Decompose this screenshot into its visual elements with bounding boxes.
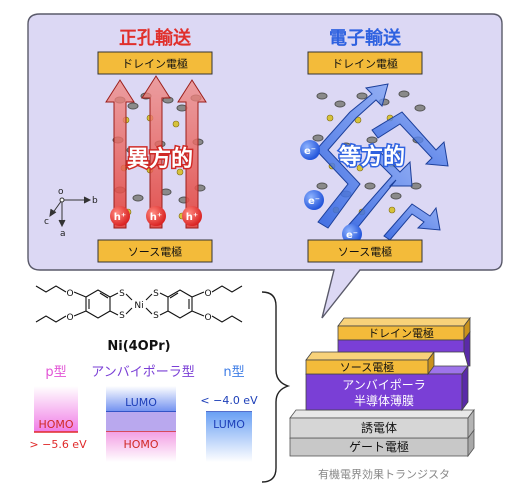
right-drain-label: ドレイン電極 (332, 57, 398, 71)
left-drain-label: ドレイン電極 (122, 57, 188, 71)
electron-transport-arrows (315, 83, 449, 241)
n-type-lumo: LUMO (213, 418, 245, 431)
p-type-homo: HOMO (38, 418, 73, 431)
ambipolar-homo: HOMO (123, 438, 158, 451)
device-caption: 有機電界効果トランジスタ (318, 467, 450, 481)
atom-s-3: S (153, 289, 159, 299)
hole-transport-arrows (105, 75, 207, 229)
electron-label-3: e⁻ (346, 230, 358, 241)
n-type-label: n型 (223, 365, 244, 380)
atom-o-4: O (204, 313, 211, 323)
anisotropic-label: 異方的 (127, 146, 193, 172)
left-drain-electrode: ドレイン電極 (97, 51, 213, 75)
molecule-structure (35, 285, 243, 323)
molecule-atom-labels: O O S S Ni S S O O (66, 289, 211, 323)
p-type-value: > −5.6 eV (29, 438, 87, 451)
device-drain-label: ドレイン電極 (368, 326, 434, 340)
transistor-device (289, 316, 475, 458)
crystal-axes (49, 196, 92, 228)
axis-a-label: a (60, 229, 66, 239)
atom-o-2: O (66, 313, 73, 323)
hole-carrier-markers: h⁺ h⁺ h⁺ (110, 206, 202, 226)
n-type-band (206, 411, 252, 462)
right-drain-electrode: ドレイン電極 (307, 51, 423, 75)
isotropic-label: 等方的 (339, 144, 405, 170)
curly-brace (261, 291, 291, 483)
hole-label-2: h⁺ (150, 212, 162, 223)
p-type-band (34, 386, 78, 433)
axis-c-label: c (44, 217, 49, 227)
device-semiconductor-line2: 半導体薄膜 (354, 393, 414, 408)
right-source-label: ソース電極 (338, 245, 392, 259)
hole-transport-title: 正孔輸送 (119, 27, 192, 49)
ambipolar-type-label: アンバイポーラ型 (91, 365, 194, 380)
electron-carrier-markers: e⁻ e⁻ e⁻ (300, 140, 362, 244)
right-source-electrode: ソース電極 (307, 239, 423, 263)
molecule-name: Ni(4OPr) (107, 339, 170, 354)
p-type-label: p型 (45, 365, 66, 380)
ambipolar-lumo: LUMO (125, 396, 157, 409)
electron-label-2: e⁻ (308, 196, 320, 207)
device-dielectric-label: 誘電体 (361, 421, 397, 435)
left-source-label: ソース電極 (128, 245, 182, 259)
atom-ni: Ni (134, 301, 143, 311)
axis-o-label: o (58, 187, 64, 197)
device-semiconductor-line1: アンバイポーラ (342, 378, 426, 392)
atom-s-2: S (119, 311, 125, 321)
hole-label-1: h⁺ (114, 212, 126, 223)
electron-label-1: e⁻ (304, 146, 316, 157)
hole-label-3: h⁺ (186, 212, 198, 223)
device-gate-label: ゲート電極 (349, 439, 409, 454)
atom-o-1: O (66, 289, 73, 299)
atom-o-3: O (204, 289, 211, 299)
electron-transport-title: 電子輸送 (329, 27, 402, 49)
axis-b-label: b (92, 196, 98, 206)
atom-s-4: S (153, 311, 159, 321)
n-type-value: < −4.0 eV (200, 394, 258, 407)
atom-s-1: S (119, 289, 125, 299)
ambipolar-band (106, 386, 176, 462)
device-source-label: ソース電極 (340, 360, 394, 374)
left-source-electrode: ソース電極 (97, 239, 213, 263)
